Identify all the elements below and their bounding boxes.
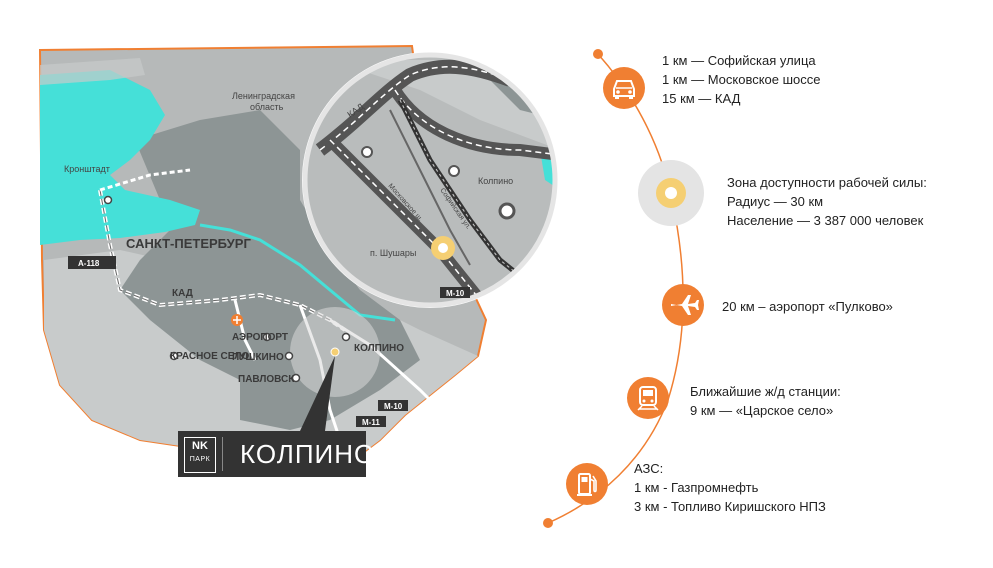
inset-m10-badge: М-10 [446, 289, 465, 298]
m11-badge: М-11 [362, 418, 380, 427]
train-icon [627, 377, 669, 419]
workforce-line-3: Население — 3 387 000 человек [727, 213, 924, 228]
roads-info: 1 км — Софийская улица 1 км — Московское… [662, 51, 821, 108]
m10-badge: М-10 [384, 402, 403, 411]
roads-line-3: 15 км — КАД [662, 91, 741, 106]
workforce-line-1: Зона доступности рабочей силы: [727, 175, 927, 190]
logo-emblem: NK ПАРК [184, 437, 216, 473]
kad-label: КАД [172, 288, 193, 299]
inset-kolpino-label: Колпино [478, 176, 513, 186]
krasnoe-selo-label: КРАСНОЕ СЕЛО [170, 351, 249, 362]
gas-line-3: 3 км - Топливо Киришского НПЗ [634, 499, 826, 514]
target-icon [638, 160, 704, 226]
roads-line-2: 1 км — Московское шоссе [662, 72, 821, 87]
spb-label: САНКТ-ПЕТЕРБУРГ [126, 236, 251, 251]
logo-nk-text: NK [192, 440, 208, 452]
airport-line-1: 20 км – аэропорт «Пулково» [722, 299, 893, 314]
gas-line-1: АЗС: [634, 461, 664, 476]
pushkino-label: ПУШКИНО [232, 352, 284, 363]
inset-map [305, 55, 555, 305]
workforce-line-2: Радиус — 30 км [727, 194, 824, 209]
inset-shushary-label: п. Шушары [370, 248, 416, 258]
car-icon [603, 67, 645, 109]
nk-park-logo: NK ПАРК КОЛПИНО [178, 431, 374, 477]
rail-line-2: 9 км — «Царское село» [690, 403, 834, 418]
airport-info: 20 км – аэропорт «Пулково» [722, 297, 893, 316]
gulf-water [40, 70, 200, 245]
logo-title: КОЛПИНО [240, 439, 376, 469]
timeline-end-dot [543, 518, 553, 528]
kolpino-label: КОЛПИНО [354, 343, 404, 354]
logo-divider [222, 437, 223, 471]
region-label-line1: Ленинградская [232, 91, 295, 101]
region-label-line2: область [250, 102, 284, 112]
gas-line-2: 1 км - Газпромнефть [634, 480, 759, 495]
logo-park-text: ПАРК [189, 456, 211, 463]
rail-info: Ближайшие ж/д станции: 9 км — «Царское с… [690, 382, 841, 420]
kronshtadt-label: Кронштадт [64, 164, 110, 174]
workforce-info: Зона доступности рабочей силы: Радиус — … [727, 173, 927, 230]
a118-badge: А-118 [78, 259, 100, 268]
gas-info: АЗС: 1 км - Газпромнефть 3 км - Топливо … [634, 459, 826, 516]
fuel-pump-icon [566, 463, 608, 505]
roads-line-1: 1 км — Софийская улица [662, 53, 816, 68]
timeline-start-dot [593, 49, 603, 59]
plane-icon [662, 284, 704, 326]
airport-label: АЭРОПОРТ [232, 332, 288, 343]
rail-line-1: Ближайшие ж/д станции: [690, 384, 841, 399]
pavlovsk-label: ПАВЛОВСК [238, 374, 295, 385]
